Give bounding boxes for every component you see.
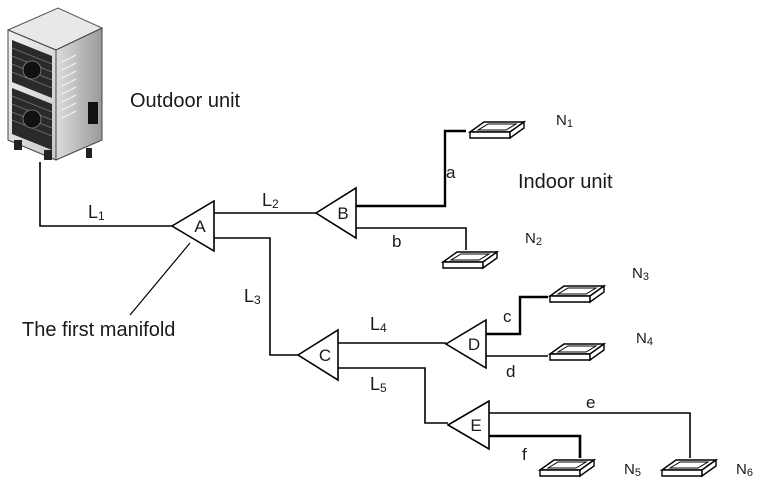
indoor-unit-N5-image bbox=[537, 458, 597, 478]
first-manifold-label: The first manifold bbox=[22, 319, 175, 341]
pipe-L5 bbox=[337, 367, 448, 424]
manifold-B bbox=[314, 186, 357, 240]
manifold-C-label: C bbox=[319, 346, 331, 365]
branch-label-b: b bbox=[392, 232, 401, 251]
branch-label-c: c bbox=[503, 307, 512, 326]
indoor-units bbox=[440, 120, 719, 478]
indoor-unit-N6-image bbox=[659, 458, 719, 478]
manifold-A bbox=[170, 199, 215, 253]
pipe-label-L5: L5 bbox=[370, 374, 387, 395]
manifold-E bbox=[446, 399, 490, 451]
manifold-D bbox=[444, 318, 487, 370]
indoor-unit-label-N5: N5 bbox=[624, 461, 641, 479]
pipe-network bbox=[39, 129, 691, 458]
indoor-unit-N2-image bbox=[440, 250, 500, 270]
branch-label-f: f bbox=[522, 445, 527, 464]
indoor-unit-label-N1: N1 bbox=[556, 112, 573, 130]
manifolds bbox=[170, 186, 490, 451]
indoor-unit-label-N2: N2 bbox=[525, 230, 542, 248]
indoor-unit-N1-image bbox=[467, 120, 527, 140]
indoor-unit-label-N6: N6 bbox=[736, 461, 753, 479]
pipe-label-L3: L3 bbox=[244, 286, 261, 307]
pipe-L3 bbox=[214, 237, 298, 356]
branch-label-e: e bbox=[586, 393, 595, 412]
pipe-c bbox=[486, 295, 548, 336]
indoor-unit-N3-image bbox=[547, 284, 607, 304]
pipe-label-L2: L2 bbox=[262, 190, 279, 211]
manifold-B-label: B bbox=[337, 204, 348, 223]
outdoor-unit-image bbox=[6, 7, 104, 161]
manifold-D-label: D bbox=[468, 335, 480, 354]
manifold-A-label: A bbox=[194, 217, 206, 236]
indoor-unit-label-N3: N3 bbox=[632, 265, 649, 283]
indoor-unit-label-N4: N4 bbox=[636, 330, 653, 348]
pipe-b bbox=[355, 227, 467, 250]
pipe-f bbox=[489, 434, 582, 458]
manifold-E-label: E bbox=[470, 416, 481, 435]
pipe-L1 bbox=[39, 162, 180, 227]
branch-label-a: a bbox=[446, 163, 456, 182]
indoor-unit-label: Indoor unit bbox=[518, 171, 613, 193]
branch-label-d: d bbox=[506, 362, 515, 381]
pipe-label-L1: L1 bbox=[88, 202, 105, 223]
manifold-C bbox=[296, 328, 339, 382]
pipe-label-L4: L4 bbox=[370, 314, 387, 335]
pipe-e bbox=[489, 412, 691, 458]
outdoor-unit-label: Outdoor unit bbox=[130, 90, 241, 112]
pipe-a bbox=[355, 129, 466, 208]
first-manifold-pointer bbox=[129, 242, 191, 316]
indoor-unit-N4-image bbox=[547, 342, 607, 362]
